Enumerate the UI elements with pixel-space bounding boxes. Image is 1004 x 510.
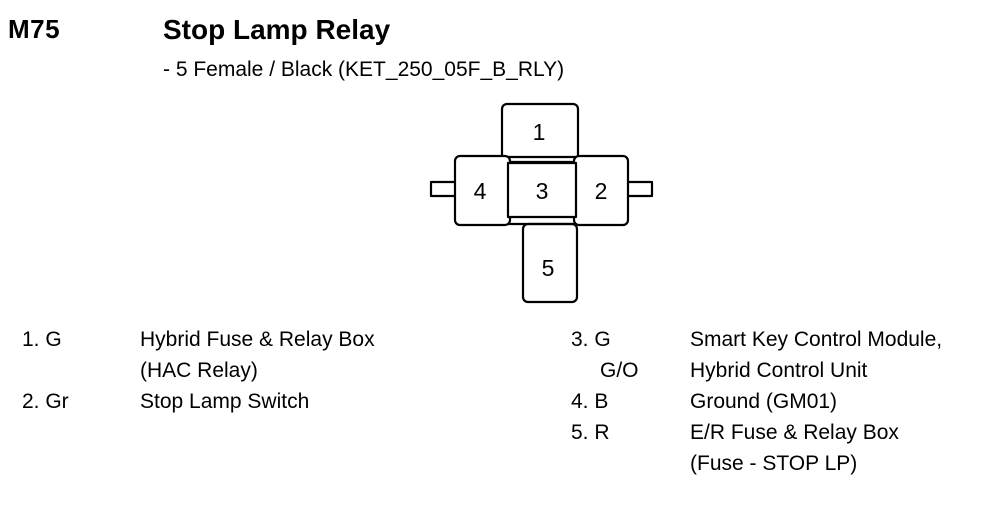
pin-label-1: 1 <box>533 119 546 145</box>
pin-destination: (Fuse - STOP LP) <box>690 452 858 475</box>
pin-row: 4. B Ground (GM01) <box>571 386 1004 417</box>
pin-wire-color: G/O <box>600 359 639 382</box>
pin-destination: E/R Fuse & Relay Box <box>690 421 899 444</box>
left-latch <box>429 180 459 198</box>
pin-row: (Fuse - STOP LP) <box>571 448 1004 479</box>
pin-destination: Smart Key Control Module, <box>690 328 943 351</box>
pin-destination: Ground (GM01) <box>690 390 838 413</box>
right-latch <box>624 180 654 198</box>
pin-row: G/O Hybrid Control Unit <box>571 355 1004 386</box>
pin-destination: Hybrid Control Unit <box>690 359 868 382</box>
pin-number-wire-color: 2. Gr <box>22 390 69 413</box>
pin-cavity-3 <box>506 161 578 219</box>
diagram-title: Stop Lamp Relay <box>163 14 391 45</box>
connector-spec: - 5 Female / Black (KET_250_05F_B_RLY) <box>163 58 565 81</box>
pin-label-2: 2 <box>595 178 608 204</box>
pin-destination: Hybrid Fuse & Relay Box <box>140 328 375 351</box>
pin-row: 5. R E/R Fuse & Relay Box <box>571 417 1004 448</box>
connector-code: M75 <box>8 14 61 44</box>
pin-number-wire-color: 3. G <box>571 328 611 351</box>
pin-label-4: 4 <box>474 178 487 204</box>
pin-label-3: 3 <box>536 178 549 204</box>
pin-destination: Stop Lamp Switch <box>140 390 310 413</box>
pin-description-list-right: 3. G Smart Key Control Module, G/O Hybri… <box>571 324 1004 479</box>
pin-row: 1. G Hybrid Fuse & Relay Box <box>22 324 482 355</box>
pin-destination: (HAC Relay) <box>140 359 258 382</box>
pin-row: 3. G Smart Key Control Module, <box>571 324 1004 355</box>
pin-number-wire-color: 1. G <box>22 328 62 351</box>
pin-number-wire-color: 4. B <box>571 390 609 413</box>
pin-description-list-left: 1. G Hybrid Fuse & Relay Box (HAC Relay)… <box>22 324 482 417</box>
pin-label-5: 5 <box>542 255 555 281</box>
pin-row: (HAC Relay) <box>22 355 482 386</box>
pin-number-wire-color: 5. R <box>571 421 610 444</box>
pin-row: 2. Gr Stop Lamp Switch <box>22 386 482 417</box>
